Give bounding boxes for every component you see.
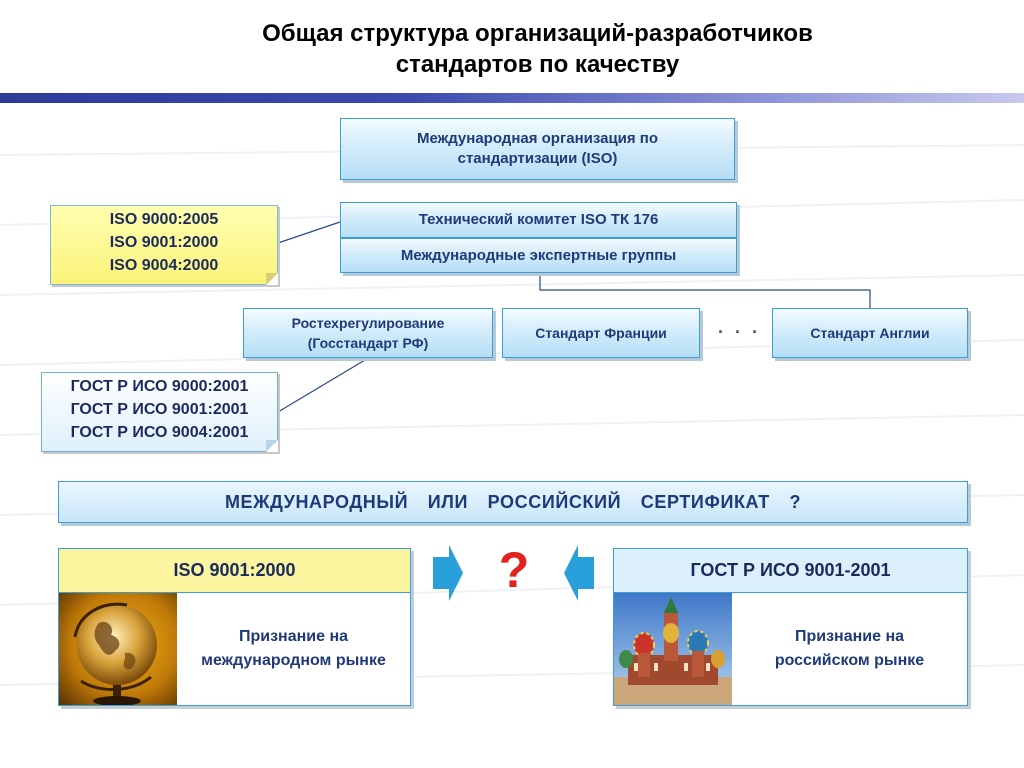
iso-certificate-header-label: ISO 9001:2000 bbox=[173, 560, 296, 580]
iso-certificate-header: ISO 9001:2000 bbox=[59, 549, 410, 593]
certificate-question-bar: МЕЖДУНАРОДНЫЙ ИЛИ РОССИЙСКИЙ СЕРТИФИКАТ … bbox=[58, 481, 968, 523]
certificate-question-label: МЕЖДУНАРОДНЫЙ ИЛИ РОССИЙСКИЙ СЕРТИФИКАТ … bbox=[224, 491, 802, 512]
note-fold-corner bbox=[266, 273, 278, 285]
tc-to-england-connector bbox=[539, 273, 871, 308]
page-title-line1: Общая структура организаций-разработчико… bbox=[262, 20, 813, 47]
note-fold-corner bbox=[266, 440, 278, 452]
gost-certificate-header: ГОСТ Р ИСО 9001-2001 bbox=[614, 549, 967, 593]
england-standard-label: Стандарт Англии bbox=[810, 325, 930, 341]
page-title-line2: стандартов по качеству bbox=[395, 51, 680, 78]
gost-note-item: ГОСТ Р ИСО 9004:2001 bbox=[70, 424, 249, 441]
gost-standards-note: ГОСТ Р ИСО 9000:2001 ГОСТ Р ИСО 9001:200… bbox=[41, 372, 278, 452]
technical-committee-box: Технический комитет ISO ТК 176 bbox=[340, 202, 737, 238]
expert-groups-label: Международные экспертные группы bbox=[400, 246, 677, 264]
iso-note-item: ISO 9004:2000 bbox=[109, 257, 219, 274]
gost-certificate-description: Признание на российском рынке bbox=[732, 593, 967, 705]
russia-body-line1: Ростехрегулирование bbox=[291, 315, 445, 331]
question-mark: ? bbox=[498, 542, 530, 598]
gost-note-item: ГОСТ Р ИСО 9001:2001 bbox=[70, 401, 249, 418]
france-standard-box: Стандарт Франции bbox=[502, 308, 700, 358]
globe-image bbox=[59, 593, 177, 705]
rostekhregulirovanie-box: Ростехрегулирование (Госстандарт РФ) bbox=[243, 308, 493, 358]
expert-groups-box: Международные экспертные группы bbox=[340, 238, 737, 273]
france-standard-label: Стандарт Франции bbox=[535, 325, 667, 341]
title-underline-bar bbox=[0, 93, 1024, 103]
iso-org-line2: стандартизации (ISO) bbox=[457, 150, 618, 167]
iso-org-line1: Международная организация по bbox=[416, 130, 659, 147]
page-title: Общая структура организаций-разработчико… bbox=[0, 18, 1024, 80]
gost-certificate-panel: ГОСТ Р ИСО 9001-2001 bbox=[613, 548, 968, 706]
arrow-left-icon bbox=[564, 545, 594, 601]
iso-certificate-panel: ISO 9001:2000 bbox=[58, 548, 411, 706]
iso-certificate-description: Признание на международном рынке bbox=[177, 593, 410, 705]
iso-note-item: ISO 9000:2005 bbox=[109, 211, 219, 228]
gost-note-item: ГОСТ Р ИСО 9000:2001 bbox=[70, 378, 249, 395]
technical-committee-label: Технический комитет ISO ТК 176 bbox=[418, 211, 659, 228]
england-standard-box: Стандарт Англии bbox=[772, 308, 968, 358]
iso-standards-note: ISO 9000:2005 ISO 9001:2000 ISO 9004:200… bbox=[50, 205, 278, 285]
iso-note-item: ISO 9001:2000 bbox=[109, 234, 219, 251]
ellipsis: · · · bbox=[718, 322, 761, 342]
iso-recognition-line2: международном рынке bbox=[201, 652, 386, 669]
iso-recognition-line1: Признание на bbox=[238, 628, 349, 645]
iso-note-connector bbox=[277, 221, 341, 244]
gost-note-connector bbox=[277, 356, 371, 413]
arrow-right-icon bbox=[433, 545, 463, 601]
russia-body-line2: (Госстандарт РФ) bbox=[307, 335, 429, 351]
gost-recognition-line2: российском рынке bbox=[774, 652, 925, 669]
gost-certificate-header-label: ГОСТ Р ИСО 9001-2001 bbox=[690, 560, 891, 580]
cathedral-image bbox=[614, 593, 732, 705]
iso-organization-box: Международная организация по стандартиза… bbox=[340, 118, 735, 180]
gost-recognition-line1: Признание на bbox=[794, 628, 904, 645]
